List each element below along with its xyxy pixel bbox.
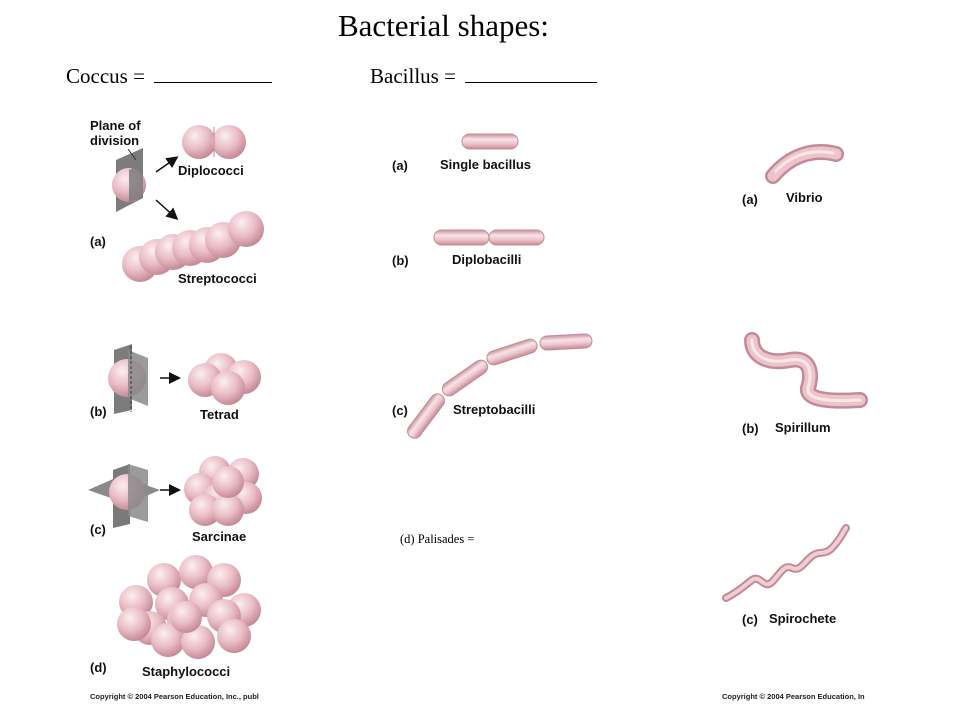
copyright-left: Copyright © 2004 Pearson Education, Inc.… bbox=[90, 692, 259, 701]
copyright-right: Copyright © 2004 Pearson Education, In bbox=[722, 692, 865, 701]
coccus-blank[interactable] bbox=[154, 64, 273, 83]
coccus-prompt: Coccus = bbox=[66, 64, 273, 89]
sarcinae-drawing bbox=[184, 456, 262, 526]
palisades-prompt: (d) Palisades = bbox=[400, 532, 475, 546]
plane-of-division-label: Plane of division bbox=[90, 118, 141, 148]
staphylococci-label: Staphylococci bbox=[142, 664, 231, 679]
diplobacilli-label: Diplobacilli bbox=[452, 252, 522, 267]
division-planes-c bbox=[88, 464, 160, 528]
arrow-to-diplococci bbox=[155, 156, 179, 173]
single-bacillus-label: Single bacillus bbox=[440, 157, 532, 172]
diplococci-label: Diplococci bbox=[178, 163, 244, 178]
diplococci-drawing bbox=[182, 125, 246, 159]
spirochete-label: Spirochete bbox=[769, 611, 837, 626]
left-letter-b: (b) bbox=[90, 404, 107, 419]
plane-label-line2: division bbox=[90, 133, 140, 148]
spirochete-drawing bbox=[722, 524, 850, 602]
streptobacilli-label: Streptobacilli bbox=[453, 402, 536, 417]
streptobacilli-drawing bbox=[407, 333, 593, 439]
vibrio-label: Vibrio bbox=[786, 190, 823, 205]
middle-letter-b: (b) bbox=[392, 253, 409, 268]
streptococci-drawing bbox=[122, 211, 264, 282]
left-letter-d: (d) bbox=[90, 660, 107, 675]
single-bacillus-drawing bbox=[461, 133, 519, 150]
vibrio-drawing bbox=[765, 144, 844, 184]
middle-letter-c: (c) bbox=[392, 403, 408, 418]
spirillum-label: Spirillum bbox=[775, 420, 831, 435]
streptococci-label: Streptococci bbox=[178, 271, 257, 286]
coccus-label: Coccus = bbox=[66, 64, 145, 88]
tetrad-drawing bbox=[188, 353, 261, 405]
bacillus-prompt: Bacillus = bbox=[370, 64, 598, 89]
division-planes-b bbox=[108, 344, 148, 414]
bacillus-blank[interactable] bbox=[465, 64, 598, 83]
plane-label-line1: Plane of bbox=[90, 118, 141, 133]
right-letter-b: (b) bbox=[742, 421, 759, 436]
slide-title: Bacterial shapes: bbox=[338, 8, 549, 43]
left-letter-a: (a) bbox=[90, 234, 106, 249]
middle-letter-a: (a) bbox=[392, 158, 408, 173]
right-letter-c: (c) bbox=[742, 612, 758, 627]
staphylococci-drawing bbox=[117, 555, 261, 659]
arrow-to-streptococci bbox=[155, 199, 179, 221]
diplobacilli-drawing bbox=[433, 229, 545, 246]
sarcinae-label: Sarcinae bbox=[192, 529, 247, 544]
right-letter-a: (a) bbox=[742, 192, 758, 207]
spirillum-drawing bbox=[744, 332, 868, 409]
tetrad-label: Tetrad bbox=[200, 407, 239, 422]
left-letter-c: (c) bbox=[90, 522, 106, 537]
division-plane-a bbox=[112, 148, 146, 212]
bacillus-label: Bacillus = bbox=[370, 64, 456, 88]
